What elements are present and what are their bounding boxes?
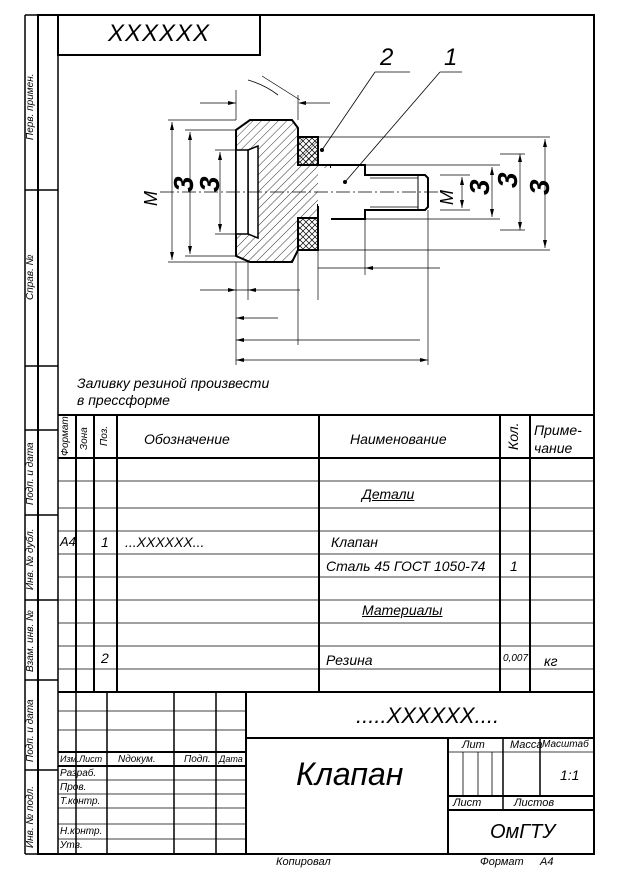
spec-row1-qty: 1	[510, 558, 518, 574]
tb-utv: Утв.	[60, 840, 83, 851]
tb-razrab: Разраб.	[60, 768, 97, 779]
tb-tkontr: Т.контр.	[60, 796, 101, 807]
tb-scale: 1:1	[560, 767, 580, 783]
footer-format-label: Формат	[480, 856, 524, 868]
tb-massa: Масса	[510, 739, 543, 751]
spec-section-details: Детали	[362, 486, 415, 502]
dim-m-right: M	[437, 190, 457, 205]
note-line-1: Заливку резиной произвести	[77, 375, 270, 391]
tb-col-data: Дата	[219, 754, 243, 764]
side-label-sprav-no: Справ. №	[25, 254, 36, 300]
spec-col-kol: Кол.	[505, 422, 521, 450]
spec-section-materials: Материалы	[362, 602, 443, 618]
spec-row1-pos: 1	[101, 534, 109, 550]
tb-listov: Листов	[514, 797, 555, 809]
footer-format-value: А4	[540, 856, 554, 868]
tb-nkontr: Н.контр.	[60, 826, 103, 837]
spec-row1-designation: ...XXXXXX...	[125, 534, 205, 550]
spec-col-naimenovanie: Наименование	[350, 431, 447, 447]
callout-1: 1	[444, 44, 458, 71]
note-line-2: в прессформе	[77, 392, 170, 408]
callout-2: 2	[380, 44, 394, 71]
top-stamp: XXXXXX	[108, 20, 211, 47]
side-label-vzam-inv: Взам. инв. №	[25, 610, 36, 672]
tb-part-name: Клапан	[296, 756, 404, 792]
spec-col-primechanie-2: чание	[534, 440, 573, 456]
spec-col-primechanie-1: Приме-	[534, 422, 582, 438]
side-label-inv-podl: Инв. № подл.	[25, 785, 36, 848]
spec-col-format: Формат	[60, 416, 71, 456]
spec-row1-name: Клапан	[331, 534, 378, 550]
tb-col-podp: Подп.	[184, 754, 211, 765]
tb-list: Лист	[453, 797, 482, 809]
dim-3-right-c: 3	[524, 179, 555, 195]
dim-m-left: M	[141, 191, 161, 206]
spec-row2-qty: 0,007	[503, 653, 529, 664]
dim-3-right-b: 3	[492, 172, 523, 188]
spec-row2-unit: кг	[544, 653, 558, 669]
tb-col-ndokum: Nдокум.	[118, 754, 156, 765]
tb-prov: Пров.	[60, 782, 87, 793]
side-label-inv-dubl: Инв. № дубл.	[25, 528, 36, 591]
tb-org: ОмГТУ	[490, 821, 556, 843]
side-label-podp-data-2: Подп. и дата	[25, 699, 36, 762]
spec-col-poz: Поз.	[99, 425, 110, 446]
spec-row2-pos: 2	[101, 650, 109, 666]
footer-copied: Копировал	[276, 856, 331, 868]
side-label-perv-primen: Перв. примен.	[25, 73, 36, 140]
tb-col-list: Лист	[79, 754, 103, 764]
tb-masshtab: Масштаб	[542, 739, 589, 750]
dim-3-right-a: 3	[464, 179, 495, 195]
tb-lit: Лит	[462, 739, 485, 751]
spec-row1-material: Сталь 45 ГОСТ 1050-74	[326, 558, 486, 574]
spec-row2-name: Резина	[326, 652, 373, 668]
spec-row1-format: А4	[60, 534, 76, 549]
side-label-podp-data-1: Подп. и дата	[25, 442, 36, 505]
dim-3-left-b: 3	[194, 176, 225, 192]
tb-col-izm: Изм.	[60, 754, 80, 764]
spec-col-oboznachenie: Обозначение	[144, 431, 230, 447]
doc-code: .....XXXXXX....	[356, 703, 500, 728]
spec-col-zona: Зона	[79, 427, 90, 450]
